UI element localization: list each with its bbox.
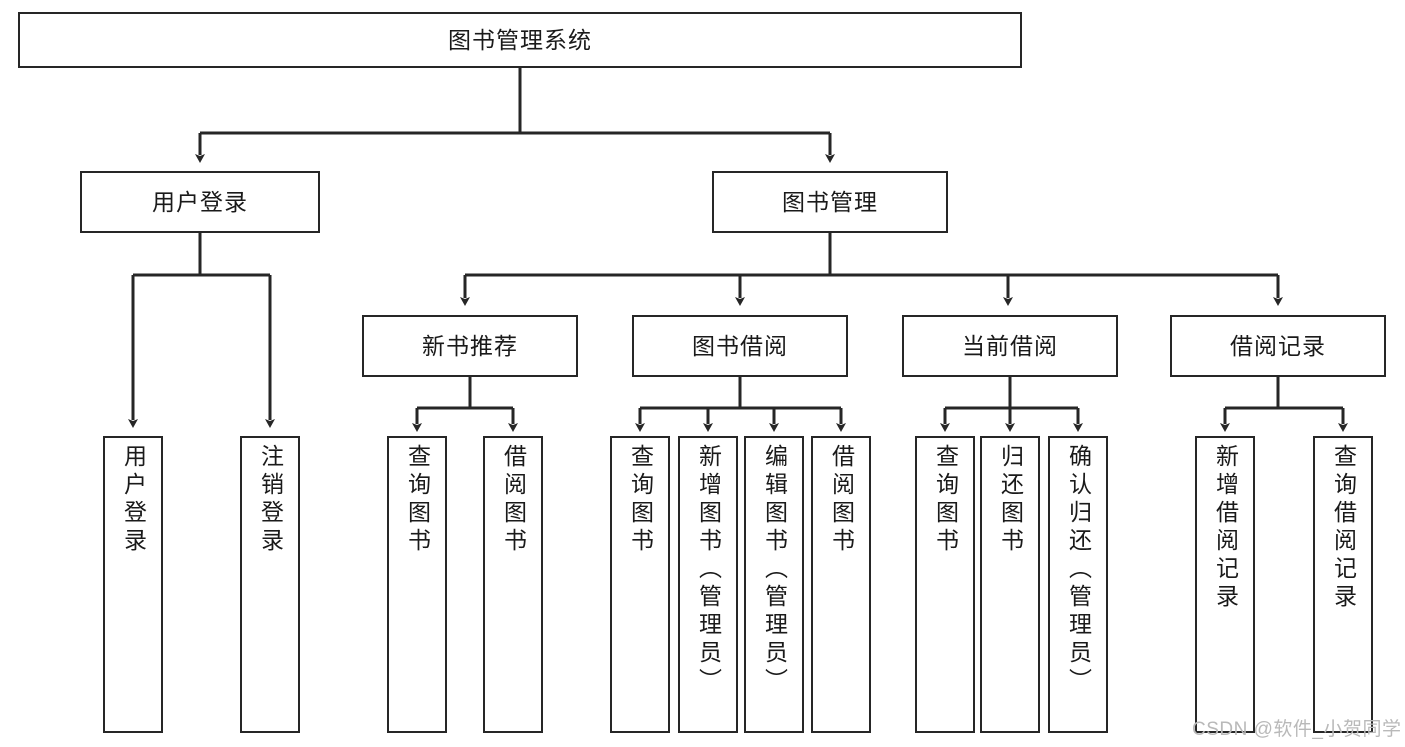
node-leaf-confirm-return-label: 确认归还（管理员） [1065, 444, 1092, 696]
node-leaf-borrow-book-1-label: 借阅图书 [500, 444, 527, 556]
node-leaf-borrow-book-2[interactable]: 借阅图书 [811, 436, 871, 733]
node-user-login-label: 用户登录 [152, 188, 248, 215]
node-leaf-add-record-label: 新增借阅记录 [1212, 444, 1239, 612]
node-book-management-label: 图书管理 [782, 188, 878, 215]
node-leaf-edit-book-label: 编辑图书（管理员） [761, 444, 788, 696]
node-leaf-user-login-label: 用户登录 [120, 444, 147, 556]
node-leaf-query-book-2-label: 查询图书 [627, 444, 654, 556]
node-leaf-logout-login[interactable]: 注销登录 [240, 436, 300, 733]
node-borrow-record[interactable]: 借阅记录 [1170, 315, 1386, 377]
node-leaf-edit-book[interactable]: 编辑图书（管理员） [744, 436, 804, 733]
node-leaf-user-login[interactable]: 用户登录 [103, 436, 163, 733]
node-leaf-query-book-2[interactable]: 查询图书 [610, 436, 670, 733]
node-leaf-query-book-3[interactable]: 查询图书 [915, 436, 975, 733]
node-leaf-add-book[interactable]: 新增图书（管理员） [678, 436, 738, 733]
watermark-text: CSDN @软件_小贺同学 [1192, 719, 1402, 740]
node-current-borrow[interactable]: 当前借阅 [902, 315, 1118, 377]
node-leaf-query-book-1[interactable]: 查询图书 [387, 436, 447, 733]
node-book-borrow[interactable]: 图书借阅 [632, 315, 848, 377]
node-leaf-query-book-1-label: 查询图书 [404, 444, 431, 556]
node-leaf-query-record[interactable]: 查询借阅记录 [1313, 436, 1373, 733]
node-book-management[interactable]: 图书管理 [712, 171, 948, 233]
node-leaf-query-book-3-label: 查询图书 [932, 444, 959, 556]
node-current-borrow-label: 当前借阅 [962, 332, 1058, 359]
node-borrow-record-label: 借阅记录 [1230, 332, 1326, 359]
node-new-book-recommend[interactable]: 新书推荐 [362, 315, 578, 377]
node-leaf-return-book-label: 归还图书 [997, 444, 1024, 556]
node-new-book-recommend-label: 新书推荐 [422, 332, 518, 359]
node-leaf-add-record[interactable]: 新增借阅记录 [1195, 436, 1255, 733]
node-leaf-borrow-book-2-label: 借阅图书 [828, 444, 855, 556]
node-leaf-confirm-return[interactable]: 确认归还（管理员） [1048, 436, 1108, 733]
node-leaf-query-record-label: 查询借阅记录 [1330, 444, 1357, 612]
node-root-label: 图书管理系统 [448, 26, 592, 53]
node-root[interactable]: 图书管理系统 [18, 12, 1022, 68]
node-book-borrow-label: 图书借阅 [692, 332, 788, 359]
node-leaf-add-book-label: 新增图书（管理员） [695, 444, 722, 696]
node-user-login[interactable]: 用户登录 [80, 171, 320, 233]
node-leaf-borrow-book-1[interactable]: 借阅图书 [483, 436, 543, 733]
node-leaf-logout-login-label: 注销登录 [257, 444, 284, 556]
node-leaf-return-book[interactable]: 归还图书 [980, 436, 1040, 733]
